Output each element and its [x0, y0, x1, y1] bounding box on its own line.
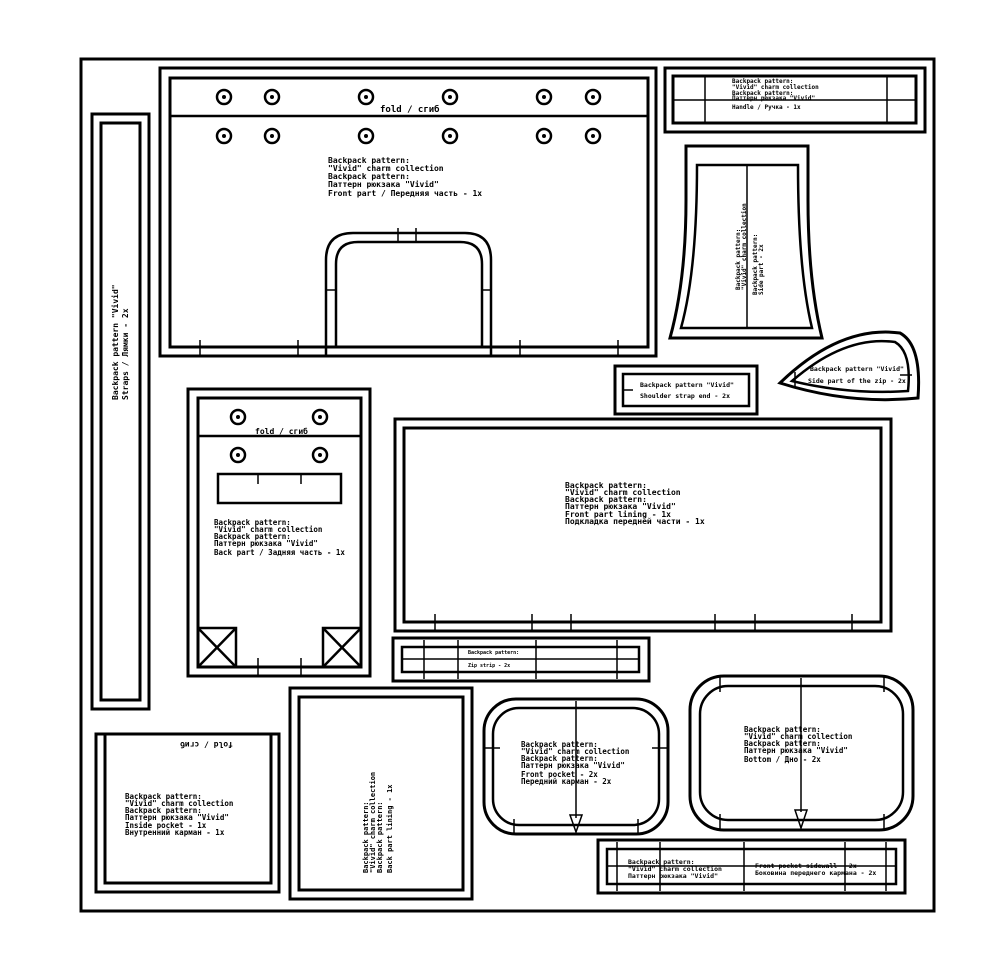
- pocket-label-3: Backpack pattern:: [125, 806, 202, 815]
- tapered-label-4: Side part - 2x: [758, 244, 765, 295]
- back-label-3: Backpack pattern:: [214, 532, 291, 541]
- fpocket-label-1: Backpack pattern:: [521, 740, 598, 749]
- back-lining-label-1: Backpack pattern:: [362, 801, 370, 873]
- piece-tapered-side: Backpack pattern: "Vivid" charm collecti…: [668, 144, 824, 340]
- handle-label-4: Паттерн рюкзака "Vivid": [732, 95, 815, 102]
- handle-label-1: Backpack pattern:: [732, 78, 793, 85]
- piece-zip-side: Backpack pattern "Vivid" Side part of th…: [777, 330, 921, 402]
- bottom-label-5: Bottom / Дно - 2x: [744, 755, 821, 764]
- back-label-2: "Vivid" charm collection: [214, 525, 322, 534]
- pocket-label-5: Inside pocket - 1x: [125, 821, 207, 830]
- lining-label-6: Подкладка передней части - 1x: [565, 517, 705, 526]
- tapered-label-1: Backpack pattern:: [735, 229, 742, 290]
- piece-inside-pocket: fold / сгиб Backpack pattern: "Vivid" ch…: [94, 732, 281, 894]
- pocket-label-4: Паттерн рюкзака "Vivid": [125, 813, 229, 822]
- small-label-2: Shoulder strap end - 2x: [640, 392, 730, 400]
- small-label-1: Backpack pattern "Vivid": [640, 381, 734, 389]
- fpocket-label-4: Паттерн рюкзака "Vivid": [521, 761, 625, 770]
- back-label-1: Backpack pattern:: [214, 518, 291, 527]
- bottom-label-2: "Vivid" charm collection: [744, 732, 852, 741]
- piece-back-part: fold / сгиб Backpack pattern: "Vivid" ch…: [186, 387, 372, 678]
- front-label-3: Backpack pattern:: [328, 172, 410, 181]
- piece-front-pocket: Backpack pattern: "Vivid" charm collecti…: [482, 697, 670, 836]
- sidewall-label-4: Front pocket sidewall - 2x: [755, 862, 857, 870]
- strap-label-1: Backpack pattern "Vivid": [110, 284, 120, 400]
- fpocket-label-2: "Vivid" charm collection: [521, 747, 629, 756]
- sidewall-label-3: Паттерн рюкзака "Vivid": [628, 872, 718, 880]
- lining-label-4: Паттерн рюкзака "Vivid": [565, 501, 676, 511]
- flap-label-1: Backpack pattern "Vivid": [810, 365, 904, 373]
- piece-back-lining: Backpack pattern: "Vivid" charm collecti…: [288, 686, 474, 901]
- back-label-5: Back part / Задняя часть - 1x: [214, 548, 345, 557]
- flap-label-2: Side part of the zip - 2x: [808, 377, 906, 385]
- fpocket-label-6: Передний карман - 2x: [521, 777, 612, 786]
- pocket-fold-label: fold / сгиб: [180, 740, 233, 750]
- piece-front-part: fold / сгиб Backpack pattern: "Vivid" ch…: [158, 66, 658, 358]
- lining-label-3: Backpack pattern:: [565, 495, 647, 504]
- back-lining-label-4: Back part lining - 1x: [386, 784, 394, 873]
- back-lining-label-2: "Vivid" charm collection: [369, 772, 377, 873]
- piece-strap: Backpack pattern "Vivid" Straps / Лямки …: [90, 112, 151, 711]
- bottom-label-4: Паттерн рюкзака "Vivid": [744, 746, 848, 755]
- piece-front-lining: Backpack pattern: "Vivid" charm collecti…: [393, 417, 893, 633]
- front-label-4: Паттерн рюкзака "Vivid": [328, 179, 439, 189]
- front-holes: [215, 88, 602, 145]
- back-fold-label: fold / сгиб: [255, 426, 308, 436]
- zip-label-2: Zip strip - 2x: [468, 663, 510, 669]
- piece-zip-strip: Backpack pattern: Zip strip - 2x: [391, 636, 651, 683]
- front-label-1: Backpack pattern:: [328, 156, 410, 165]
- piece-pocket-sidewall: Backpack pattern: "Vivid" charm collecti…: [596, 838, 907, 895]
- lining-label-5: Front part lining - 1x: [565, 509, 671, 519]
- pocket-label-1: Backpack pattern:: [125, 792, 202, 801]
- piece-strap-end: Backpack pattern "Vivid" Shoulder strap …: [613, 364, 759, 416]
- sidewall-label-2: "Vivid" charm collection: [628, 865, 722, 873]
- tapered-label-3: Backpack pattern:: [752, 234, 759, 295]
- strap-label-2: Straps / Лямки - 2x: [121, 308, 130, 400]
- piece-bottom: Backpack pattern: "Vivid" charm collecti…: [688, 674, 915, 832]
- handle-label-2: "Vivid" charm collection: [732, 84, 819, 91]
- front-label-5: Front part / Передняя часть - 1x: [328, 189, 482, 198]
- bottom-label-1: Backpack pattern:: [744, 725, 821, 734]
- back-label-4: Паттерн рюкзака "Vivid": [214, 539, 318, 548]
- pocket-label-2: "Vivid" charm collection: [125, 799, 233, 808]
- handle-label-3: Backpack pattern:: [732, 90, 793, 97]
- sidewall-label-5: Боковина переднего кармана - 2x: [755, 869, 876, 877]
- front-fold-label: fold / сгиб: [380, 104, 440, 115]
- handle-label-5: Handle / Ручка - 1x: [732, 104, 801, 111]
- back-lining-label-3: Backpack pattern:: [376, 801, 384, 873]
- lining-label-2: "Vivid" charm collection: [565, 487, 681, 497]
- fpocket-label-3: Backpack pattern:: [521, 754, 598, 763]
- front-label-2: "Vivid" charm collection: [328, 163, 444, 173]
- pocket-label-6: Внутренний карман - 1x: [125, 828, 225, 837]
- sheet-border: [79, 57, 936, 913]
- tapered-label-2: "Vivid" charm collection: [741, 203, 748, 290]
- sidewall-label-1: Backpack pattern:: [628, 858, 695, 866]
- zip-label-1: Backpack pattern:: [468, 650, 519, 656]
- fpocket-label-5: Front pocket - 2x: [521, 770, 598, 779]
- piece-handle: Backpack pattern: "Vivid" charm collecti…: [663, 66, 927, 134]
- bottom-label-3: Backpack pattern:: [744, 739, 821, 748]
- lining-label-1: Backpack pattern:: [565, 481, 647, 490]
